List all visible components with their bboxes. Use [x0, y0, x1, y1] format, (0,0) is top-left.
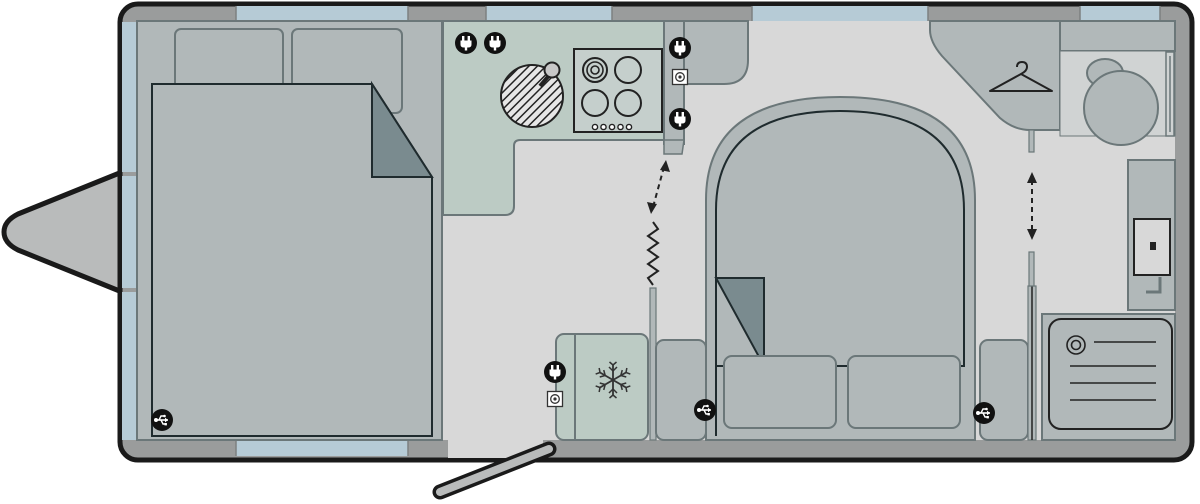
bed-step-left — [723, 355, 837, 429]
island-bed-fold — [714, 277, 765, 367]
plug-icon[interactable] — [669, 108, 691, 130]
dashed-double-arrow-icon — [647, 160, 670, 214]
rear-bedroom — [655, 95, 1029, 441]
hob-knob[interactable] — [608, 123, 616, 131]
kitchen-corner-unit — [683, 20, 749, 85]
bedside-cabinet-right — [979, 339, 1029, 441]
plug-icon[interactable] — [455, 32, 477, 54]
hob-burner[interactable] — [581, 89, 609, 117]
basin — [1133, 218, 1171, 276]
mattress — [151, 83, 433, 437]
washroom-door-post — [1028, 129, 1035, 153]
washroom-top-unit — [1059, 20, 1176, 52]
aerial-socket-icon[interactable] — [671, 68, 689, 86]
dashed-double-arrow-icon — [1027, 172, 1037, 240]
usb-icon[interactable] — [972, 401, 996, 425]
round-sink-icon[interactable] — [500, 61, 564, 128]
hob-knob[interactable] — [617, 123, 624, 131]
fridge-unit — [555, 333, 649, 441]
shower-drain — [1066, 335, 1086, 355]
gas-hob-icon[interactable] — [573, 48, 663, 133]
usb-icon[interactable] — [150, 408, 174, 432]
plug-icon[interactable] — [669, 37, 691, 59]
duvet-fold — [371, 80, 434, 178]
washroom-door-stub — [1028, 251, 1035, 287]
bedside-cabinet-left — [655, 339, 707, 441]
hob-knob[interactable] — [625, 123, 633, 131]
island-bed-mattress — [715, 109, 965, 436]
front-bedroom — [136, 20, 443, 441]
hob-knob[interactable] — [600, 123, 607, 131]
usb-icon[interactable] — [693, 398, 717, 422]
kitchen-area — [442, 20, 749, 216]
window-dividers — [235, 6, 1161, 456]
hob-burner[interactable] — [614, 89, 642, 117]
hob-burner-ring — [590, 65, 600, 75]
hob-knob[interactable] — [591, 123, 599, 131]
bulkhead-kitchen — [663, 139, 685, 155]
shower-base — [1048, 318, 1173, 430]
windows — [122, 6, 1160, 456]
basin-tap — [1146, 277, 1162, 294]
concertina-divider — [646, 221, 660, 286]
basin-drain — [1150, 242, 1156, 250]
toilet-bowl — [1083, 70, 1159, 146]
hob-burner-ring — [586, 61, 604, 79]
aerial-socket-icon[interactable] — [546, 390, 564, 408]
shower-tray-grooves — [1070, 341, 1156, 401]
hanger-icon — [989, 60, 1053, 92]
washroom — [1027, 20, 1176, 441]
plug-icon[interactable] — [544, 361, 566, 383]
plug-icon[interactable] — [484, 32, 506, 54]
hob-burner[interactable] — [614, 56, 642, 84]
tow-hitch — [1, 169, 125, 295]
bed-step-right — [847, 355, 961, 429]
